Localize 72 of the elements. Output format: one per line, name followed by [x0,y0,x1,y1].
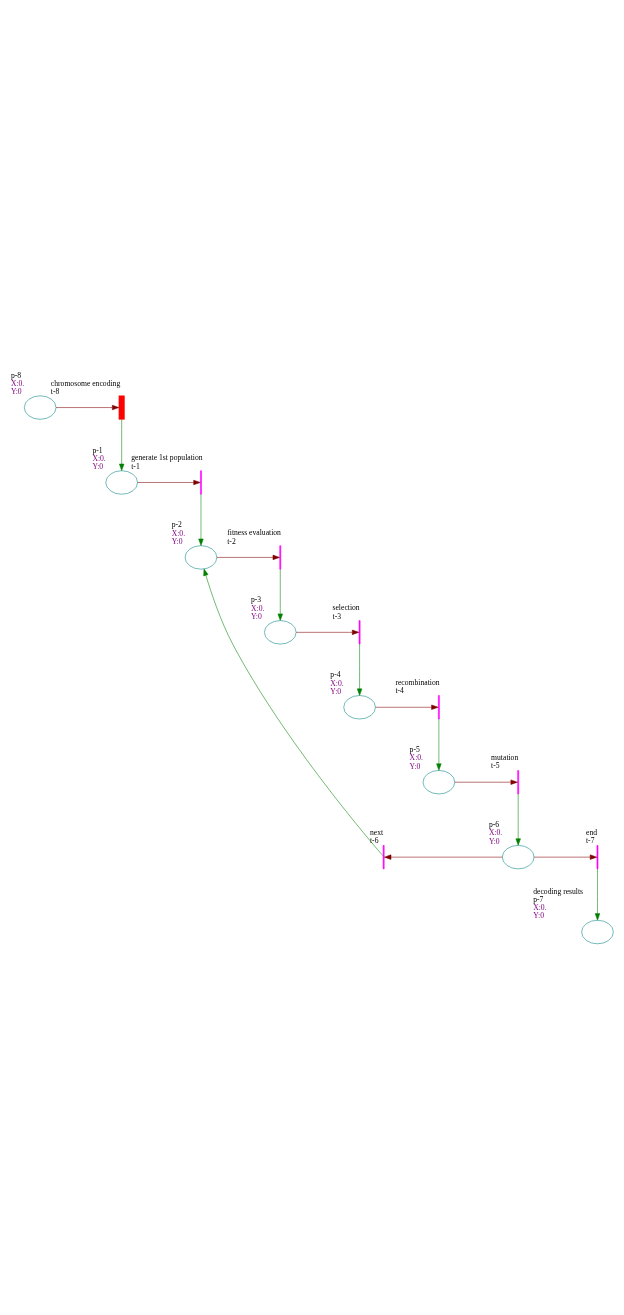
arrow [277,568,283,621]
node-label: decoding results [533,886,584,896]
node-bar [358,620,361,645]
arrow [594,868,601,921]
node-label: p-7 [533,894,544,904]
node-label: p-1 [92,445,103,455]
node-label: recombination [395,678,440,688]
node-label: mutation [491,753,519,763]
arrow [436,718,442,771]
arrow [357,643,363,696]
node-circle [343,695,376,720]
node-label: X:0. [330,678,344,688]
node-label: t-8 [50,386,60,396]
node-label: t-5 [491,761,500,771]
node-bar [596,845,599,870]
node-label: t-6 [369,836,379,846]
arrow [375,704,439,710]
node-label: Y:0 [171,536,183,546]
node-label: p-8 [10,370,22,380]
node-bar [517,770,519,795]
arrow [55,405,120,411]
arrow [216,554,280,560]
arrow [119,419,125,471]
node-label: p-2 [171,520,182,530]
node-label: Y:0 [330,686,342,696]
node-label: Y:0 [251,611,262,621]
node-label: t-7 [586,836,595,846]
node-label: Y:0 [533,911,544,921]
node-label: Y:0 [92,461,104,471]
arrow [454,779,518,785]
node-label: X:0. [171,528,186,538]
node-label: end [586,828,598,838]
arrow [384,854,503,860]
node-label: chromosome encoding [50,378,121,388]
node-bar [382,845,385,870]
node-circle [422,770,456,795]
node-circle [105,470,138,495]
node-label: fitness evaluation [227,528,281,538]
node-circle [24,395,57,420]
node-bar [118,395,125,420]
node-label: next [369,828,384,838]
node-label: X:0. [251,603,265,613]
node-label: X:0. [409,753,423,763]
arrow [515,793,521,846]
node-label: p-5 [409,745,420,755]
node-label: p-4 [330,670,341,680]
node-label: generate 1st population [131,453,203,463]
node-circle [581,920,614,945]
node-circle [184,545,218,570]
arrow [137,479,201,486]
node-label: Y:0 [409,761,421,771]
node-label: p-6 [488,820,500,830]
node-label: t-2 [227,536,236,546]
node-label: p-3 [251,595,262,605]
node-label: X:0. [533,903,547,913]
node-label: Y:0 [488,836,500,846]
node-label: t-4 [395,686,404,696]
node-label: Y:0 [10,386,22,396]
node-bar [200,470,202,495]
node-label: X:0. [92,453,106,463]
arrow [295,629,360,635]
node-circle [264,620,297,645]
node-label: t-1 [131,461,140,471]
node-bar [279,545,282,570]
arrow [198,493,204,546]
node-circle [502,845,535,870]
node-label: selection [332,603,360,613]
arrow [533,854,598,860]
node-bar [438,695,440,720]
node-label: X:0. [10,378,25,388]
node-label: t-3 [332,611,342,621]
arrow [203,568,384,857]
